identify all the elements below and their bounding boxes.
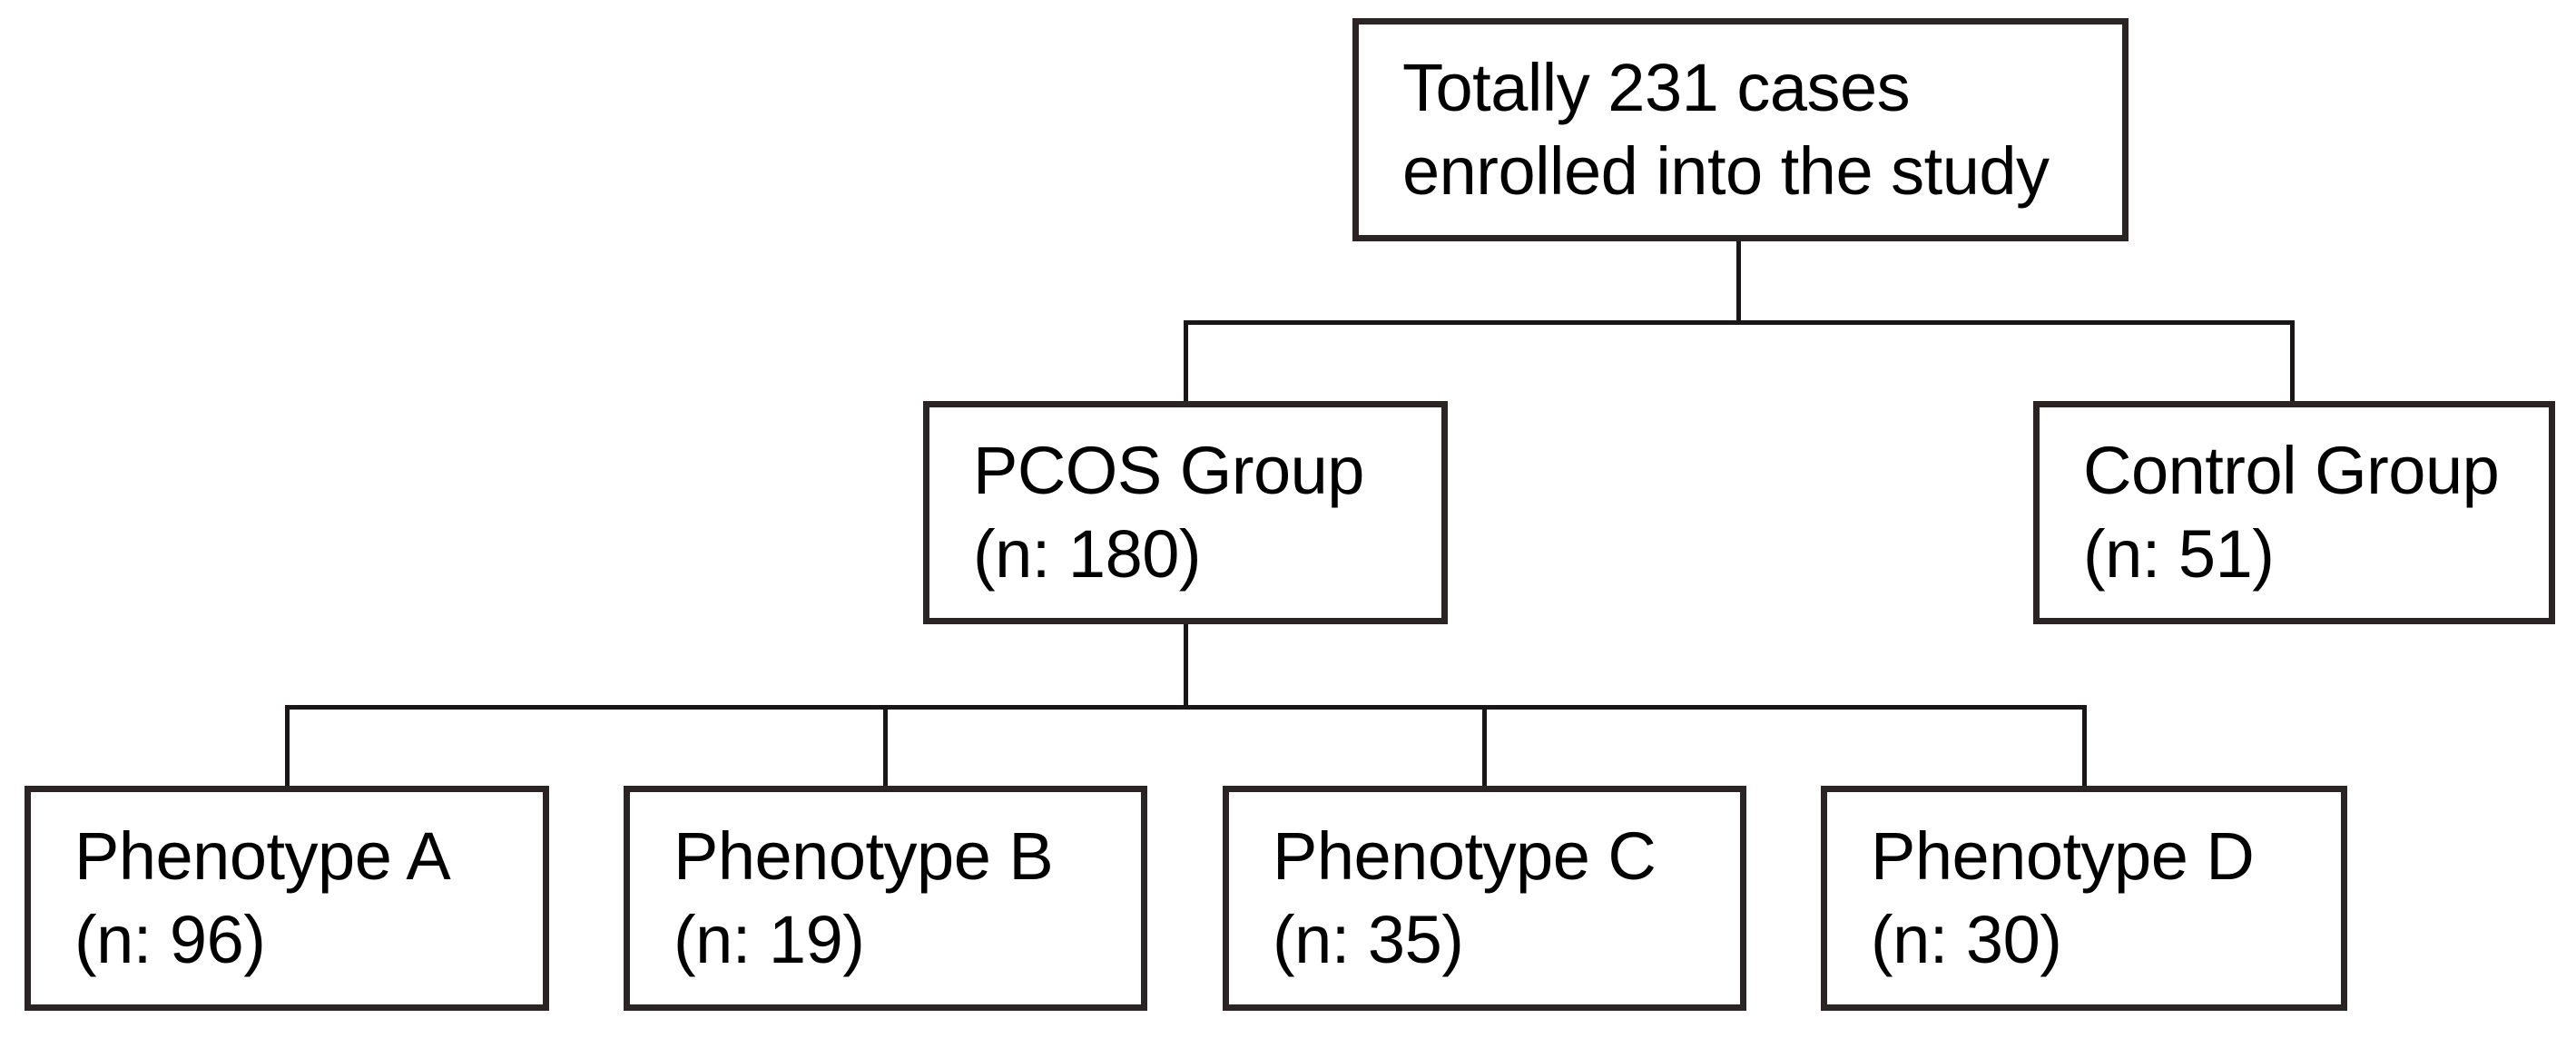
node-phenotype-d: Phenotype D (n: 30) — [1821, 786, 2347, 1011]
connector-control-drop — [2290, 320, 2295, 405]
connector-phenotype-d-drop — [2082, 705, 2087, 789]
connector-pcos-trunk — [1184, 621, 1188, 710]
node-phenotype-d-line1: Phenotype D — [1871, 818, 2255, 895]
node-phenotype-b-line2: (n: 19) — [673, 902, 865, 977]
node-pcos-group-line1: PCOS Group — [973, 433, 1364, 509]
node-phenotype-c: Phenotype C (n: 35) — [1223, 786, 1746, 1011]
node-phenotype-b: Phenotype B (n: 19) — [624, 786, 1147, 1011]
node-root-line1: Totally 231 cases — [1402, 50, 1911, 126]
node-root: Totally 231 cases enrolled into the stud… — [1352, 18, 2129, 241]
node-pcos-group-line2: (n: 180) — [973, 516, 1202, 592]
connector-phenotypes-crossbar — [285, 705, 2087, 710]
node-root-line2: enrolled into the study — [1402, 133, 2050, 209]
node-phenotype-c-line1: Phenotype C — [1273, 818, 1657, 895]
node-phenotype-b-line1: Phenotype B — [673, 818, 1054, 895]
connector-phenotype-a-drop — [285, 705, 290, 789]
node-phenotype-a: Phenotype A (n: 96) — [25, 786, 549, 1011]
connector-phenotype-c-drop — [1482, 705, 1487, 789]
node-phenotype-c-line2: (n: 35) — [1273, 902, 1464, 977]
node-phenotype-a-line1: Phenotype A — [74, 818, 451, 895]
node-pcos-group: PCOS Group (n: 180) — [923, 401, 1448, 624]
node-control-group-line1: Control Group — [2083, 433, 2500, 509]
connector-phenotype-b-drop — [883, 705, 888, 789]
node-phenotype-d-line2: (n: 30) — [1871, 902, 2062, 977]
node-control-group: Control Group (n: 51) — [2033, 401, 2555, 624]
connector-root-trunk — [1736, 238, 1741, 325]
node-phenotype-a-line2: (n: 96) — [74, 902, 266, 977]
connector-pcos-drop — [1184, 320, 1188, 405]
connector-groups-crossbar — [1184, 320, 2295, 325]
node-control-group-line2: (n: 51) — [2083, 516, 2275, 592]
